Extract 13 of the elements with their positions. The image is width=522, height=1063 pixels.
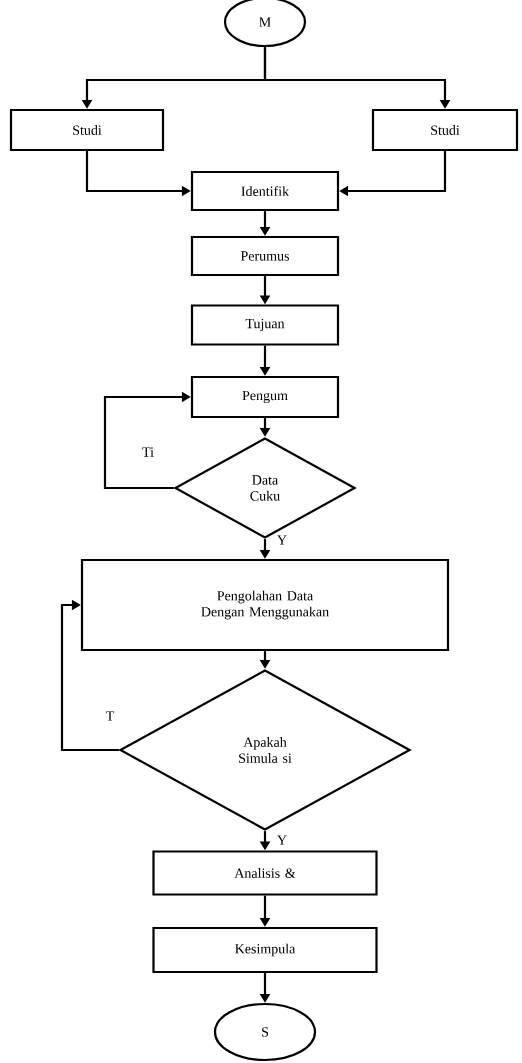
arrow bbox=[60, 599, 119, 752]
process-box: Kesimpula bbox=[152, 926, 378, 974]
edge-label: T bbox=[104, 710, 116, 722]
process-box: Analisis & bbox=[152, 850, 378, 896]
process-box: Identifik bbox=[190, 170, 340, 212]
process-box: Studi bbox=[371, 108, 519, 152]
process-box: Perumus bbox=[190, 235, 340, 277]
process-box: Pengolahan Data Dengan Menggunakan bbox=[80, 558, 450, 652]
edge-label: Ti bbox=[141, 446, 155, 458]
process-box: Tujuan bbox=[190, 304, 340, 346]
process-box: Pengum bbox=[190, 375, 340, 419]
edge-label: Y bbox=[275, 834, 289, 846]
process-box: Studi bbox=[9, 108, 165, 152]
